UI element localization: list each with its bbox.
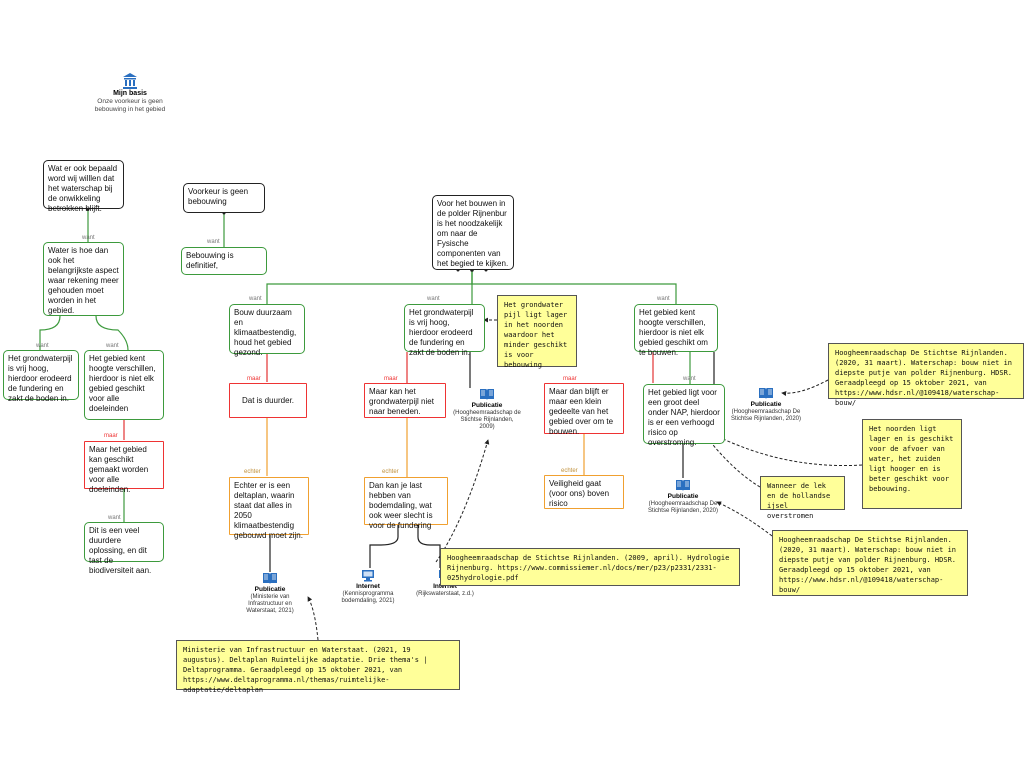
middle-claim[interactable]: Voorkeur is geen bebouwing (183, 183, 265, 213)
maar-label: maar (247, 376, 261, 382)
note-ministerie[interactable]: Ministerie van Infrastructuur en Waterst… (176, 640, 460, 694)
main-claim[interactable]: Voor het bouwen in de polder Rijnenbur i… (432, 195, 514, 270)
source-publicatie[interactable]: Publicatie (Hoogheemraadschap De Stichts… (729, 387, 803, 423)
branch-2-rebuttal[interactable]: Dan kan je last hebben van bodemdaling, … (364, 477, 448, 530)
maar-label: maar (104, 433, 118, 439)
maar-label: maar (384, 376, 398, 382)
branch-3-objection[interactable]: Maar dan blijft er maar een klein gedeel… (544, 383, 624, 436)
want-label: want (106, 343, 119, 349)
echter-label: echter (244, 469, 261, 475)
want-label: want (249, 296, 262, 302)
want-label: want (657, 296, 670, 302)
source-internet[interactable]: Internet (Kennisprogramma bodemdaling, 2… (334, 569, 402, 605)
branch-1-reason[interactable]: Bouw duurzaam en klimaatbestendig, houd … (229, 304, 305, 357)
middle-reason[interactable]: Bebouwing is definitief, (181, 247, 267, 275)
source-publicatie[interactable]: Publicatie (Hoogheemraadschap De Stichts… (644, 479, 722, 515)
book-icon (759, 388, 773, 399)
want-label: want (207, 239, 220, 245)
branch-3-rebuttal[interactable]: Veiligheid gaat (voor ons) boven risico (544, 475, 624, 509)
branch-2-objection[interactable]: Maar kan het grondwaterpijl niet naar be… (364, 383, 446, 418)
echter-label: echter (561, 468, 578, 474)
note-noorden[interactable]: Het noorden ligt lager en is geschikt vo… (862, 419, 962, 509)
maar-label: maar (563, 376, 577, 382)
want-label: want (683, 376, 696, 382)
note-hdsr-bottom[interactable]: Hoogheemraadschap De Stichtse Rijnlanden… (772, 530, 968, 596)
left-reason-b[interactable]: Het gebied kent hoogte verschillen, hier… (84, 350, 164, 420)
branch-2-reason[interactable]: Het grondwaterpijl is vrij hoog, hierdoo… (404, 304, 485, 357)
source-publicatie[interactable]: Publicatie (Ministerie van Infrastructuu… (236, 572, 304, 615)
note-hdsr-top[interactable]: Hoogheemraadschap De Stichtse Rijnlanden… (828, 343, 1024, 407)
note-lek[interactable]: Wanneer de lek en de hollandse ijsel ove… (760, 476, 845, 520)
want-label: want (427, 296, 440, 302)
want-label: want (108, 515, 121, 521)
book-icon (263, 573, 277, 584)
branch-1-objection[interactable]: Dat is duurder. (229, 383, 307, 418)
building-icon (123, 73, 137, 89)
book-icon (676, 480, 690, 491)
root-title: Mijn basis (113, 90, 147, 97)
left-main-reason[interactable]: Water is hoe dan ook het belangrijkste a… (43, 242, 124, 316)
branch-3-reason[interactable]: Het gebied kent hoogte verschillen, hier… (634, 304, 718, 357)
monitor-icon (362, 570, 374, 582)
note-hydrologie[interactable]: Hoogheemraadschap de Stichtse Rijnlanden… (440, 548, 740, 586)
left-top-claim[interactable]: Wat er ook bepaald word wij willlen dat … (43, 160, 124, 213)
left-reason[interactable]: Dit is een veel duurdere oplossing, en d… (84, 522, 164, 575)
left-reason-a[interactable]: Het grondwaterpijl is vrij hoog, hierdoo… (3, 350, 79, 403)
note-grondwater[interactable]: Het grondwater pijl ligt lager in het no… (497, 295, 577, 369)
source-publicatie[interactable]: Publicatie (Hoogheemraadschap de Stichts… (452, 388, 522, 431)
echter-label: echter (382, 469, 399, 475)
left-objection[interactable]: Maar het gebied kan geschikt gemaakt wor… (84, 441, 164, 494)
branch-3-reason-2[interactable]: Het gebied ligt voor een groot deel onde… (643, 384, 725, 447)
book-icon (480, 389, 494, 400)
root-subtitle: Onze voorkeur is geen bebouwing in het g… (94, 98, 166, 113)
want-label: want (82, 235, 95, 241)
want-label: want (36, 343, 49, 349)
branch-1-rebuttal[interactable]: Echter er is een deltaplan, waarin staat… (229, 477, 309, 540)
root-node[interactable]: Mijn basis Onze voorkeur is geen bebouwi… (94, 72, 166, 114)
